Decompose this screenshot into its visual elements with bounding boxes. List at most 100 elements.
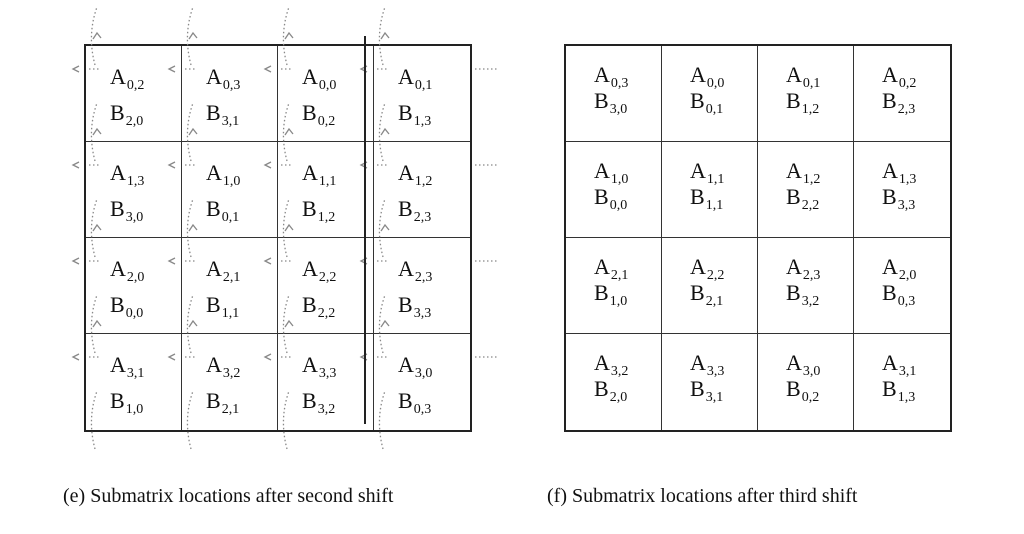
submatrix-b-label: B3,0 — [110, 198, 143, 225]
up-shift-arrow — [378, 294, 386, 354]
caption-panel-e: (e) Submatrix locations after second shi… — [63, 485, 394, 507]
submatrix-index: 2,2 — [318, 270, 337, 285]
submatrix-b-label: B3,3 — [882, 186, 915, 213]
submatrix-index: 2,2 — [801, 198, 820, 213]
up-shift-arrow — [282, 390, 290, 450]
matrix-letter-b: B — [882, 376, 897, 401]
submatrix-index: 2,2 — [706, 268, 725, 283]
submatrix-b-label: B2,1 — [690, 282, 723, 309]
up-shift-arrow — [282, 6, 290, 66]
submatrix-b-label: B0,2 — [302, 102, 335, 129]
submatrix-a-label: A1,1 — [690, 160, 724, 187]
up-arrow-head — [284, 31, 294, 40]
submatrix-b-label: B1,1 — [206, 294, 239, 321]
submatrix-index: 2,3 — [413, 210, 432, 225]
submatrix-index: 2,0 — [126, 270, 145, 285]
caption-panel-f: (f) Submatrix locations after third shif… — [547, 485, 858, 507]
submatrix-index: 3,3 — [706, 364, 725, 379]
up-shift-arrow — [378, 390, 386, 450]
submatrix-index: 0,1 — [705, 102, 724, 117]
up-shift-arrow — [90, 198, 98, 258]
submatrix-a-label: A2,3 — [398, 258, 432, 285]
submatrix-a-label: A3,0 — [398, 354, 432, 381]
submatrix-b-label: B0,0 — [110, 294, 143, 321]
submatrix-b-label: B3,1 — [690, 378, 723, 405]
up-arrow-head — [188, 31, 198, 40]
submatrix-a-label: A0,1 — [398, 66, 432, 93]
matrix-letter-a: A — [110, 256, 126, 281]
matrix-letter-b: B — [206, 292, 221, 317]
matrix-letter-a: A — [398, 64, 414, 89]
matrix-letter-a: A — [690, 62, 706, 87]
submatrix-index: 0,3 — [610, 76, 629, 91]
submatrix-index: 3,0 — [802, 364, 821, 379]
matrix-letter-a: A — [110, 64, 126, 89]
up-arrow-head — [92, 223, 102, 232]
left-arrow-head — [167, 257, 176, 265]
submatrix-index: 3,2 — [317, 402, 336, 417]
up-shift-arrow — [282, 198, 290, 258]
left-arrow-head — [71, 257, 80, 265]
up-shift-arrow — [282, 294, 290, 354]
submatrix-b-label: B3,0 — [594, 90, 627, 117]
submatrix-index: 2,1 — [222, 270, 241, 285]
matrix-letter-b: B — [786, 376, 801, 401]
left-arrow-head — [71, 161, 80, 169]
submatrix-index: 3,3 — [318, 366, 337, 381]
matrix-letter-a: A — [882, 254, 898, 279]
submatrix-a-label: A0,1 — [786, 64, 820, 91]
up-arrow-head — [92, 127, 102, 136]
submatrix-b-label: B0,1 — [206, 198, 239, 225]
matrix-letter-b: B — [302, 388, 317, 413]
submatrix-index: 0,3 — [897, 294, 916, 309]
submatrix-index: 2,0 — [125, 114, 144, 129]
submatrix-index: 1,0 — [610, 172, 629, 187]
up-arrow-head — [284, 127, 294, 136]
submatrix-index: 1,0 — [222, 174, 241, 189]
matrix-letter-a: A — [690, 158, 706, 183]
submatrix-a-label: A0,0 — [690, 64, 724, 91]
matrix-letter-b: B — [398, 292, 413, 317]
submatrix-index: 0,0 — [609, 198, 628, 213]
submatrix-index: 1,3 — [413, 114, 432, 129]
submatrix-index: 2,0 — [898, 268, 917, 283]
matrix-letter-b: B — [594, 184, 609, 209]
up-shift-arrow — [186, 6, 194, 66]
submatrix-index: 3,0 — [609, 102, 628, 117]
matrix-letter-b: B — [110, 196, 125, 221]
up-shift-arrow — [186, 102, 194, 162]
submatrix-index: 0,3 — [222, 78, 241, 93]
left-arrow-head — [71, 353, 80, 361]
submatrix-b-label: B3,1 — [206, 102, 239, 129]
submatrix-index: 0,1 — [221, 210, 240, 225]
submatrix-index: 2,1 — [705, 294, 724, 309]
submatrix-index: 1,1 — [706, 172, 725, 187]
submatrix-index: 1,3 — [898, 172, 917, 187]
submatrix-b-label: B2,3 — [398, 198, 431, 225]
matrix-letter-b: B — [302, 100, 317, 125]
matrix-letter-b: B — [786, 184, 801, 209]
matrix-letter-a: A — [302, 256, 318, 281]
matrix-letter-b: B — [690, 376, 705, 401]
matrix-letter-a: A — [398, 256, 414, 281]
matrix-letter-b: B — [882, 184, 897, 209]
submatrix-a-label: A3,3 — [690, 352, 724, 379]
up-arrow-head — [92, 319, 102, 328]
submatrix-a-label: A1,2 — [398, 162, 432, 189]
submatrix-a-label: A1,0 — [206, 162, 240, 189]
matrix-letter-a: A — [302, 160, 318, 185]
up-shift-arrow — [186, 390, 194, 450]
